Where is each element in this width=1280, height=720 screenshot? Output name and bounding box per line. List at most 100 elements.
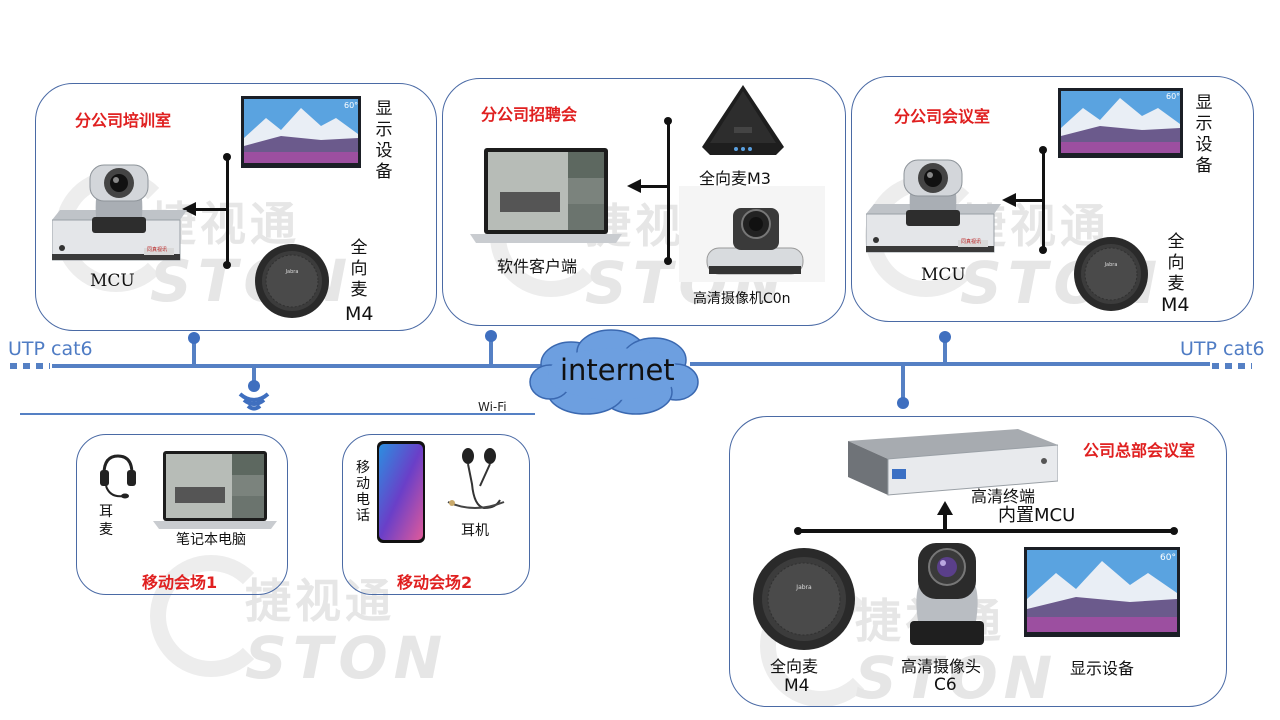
internet-cloud-icon (529, 329, 699, 415)
training-mcu-label: MCU (90, 271, 135, 291)
backbone-right (690, 362, 1210, 366)
laptop-icon (470, 148, 622, 243)
room-training (35, 83, 437, 331)
hq-connector-v (943, 512, 947, 532)
device-brand: 同真视讯 (961, 239, 982, 245)
hq-terminal-label: 高清终端 (971, 487, 1036, 506)
speakerphone-icon: Jabra (1073, 236, 1149, 312)
tap-dot-wifi (248, 380, 260, 392)
connector-dot (223, 153, 231, 161)
arrow-left-icon (1002, 193, 1016, 207)
hq-display-label: 显示设备 (1070, 659, 1135, 678)
tap-dot-recruit (485, 330, 497, 342)
internet-label: internet (560, 353, 675, 387)
display-screen: 60° (241, 96, 361, 168)
hq-terminal-mcu-label: 内置MCU (998, 505, 1076, 526)
hd-camera-icon (679, 186, 825, 282)
room-hq (729, 416, 1227, 707)
laptop-icon (153, 451, 277, 529)
room-mobile1 (76, 434, 288, 595)
tap-recruit (489, 338, 493, 366)
meeting-display-label: 显示设备 (1195, 93, 1213, 176)
watermark-en: STON (245, 624, 449, 692)
recruit-mic-label: 全向麦M3 (699, 169, 771, 188)
meeting-connector-h (1012, 199, 1044, 202)
tap-training (192, 340, 196, 366)
utp-label-left: UTP cat6 (8, 338, 93, 360)
headset-icon (98, 452, 138, 502)
training-connector-v (226, 157, 229, 265)
display-badge: 60° (1166, 92, 1180, 101)
tap-wifi (252, 366, 256, 384)
wifi-label: Wi-Fi (478, 400, 507, 414)
backbone-left (52, 364, 552, 368)
training-mic-label: 全向麦 (350, 238, 368, 300)
wifi-icon (238, 392, 270, 411)
mobile2-earphone-label: 耳机 (461, 523, 489, 539)
hq-camera-model: C6 (934, 675, 957, 695)
room-mobile1-title: 移动会场1 (142, 573, 218, 592)
recruit-connector-v (667, 121, 670, 261)
connector-dot (1039, 146, 1047, 154)
connector-dot (1170, 527, 1178, 535)
tap-dot-hq (897, 397, 909, 409)
display-badge: 60° (344, 101, 358, 110)
device-brand: 同真视讯 (147, 247, 168, 253)
room-training-title: 分公司培训室 (75, 111, 172, 130)
mic-brand: Jabra (795, 584, 812, 591)
display-screen: 60° (1024, 547, 1180, 637)
hq-mic-model: M4 (784, 676, 810, 696)
meeting-mic-model: M4 (1161, 294, 1190, 316)
connector-dot (1039, 246, 1047, 254)
training-mic-model: M4 (345, 303, 374, 325)
arrow-left-icon (627, 179, 641, 193)
wifi-line (20, 413, 535, 415)
ptz-camera-icon (84, 157, 154, 235)
recruit-connector-h (640, 185, 670, 188)
display-screen: 60° (1058, 88, 1183, 158)
conference-mic-icon (700, 83, 786, 159)
backbone-dots-left (10, 363, 50, 369)
room-hq-title: 公司总部会议室 (1083, 441, 1196, 460)
room-recruit (442, 78, 846, 326)
tap-meeting (943, 340, 947, 364)
meeting-mcu-label: MCU (921, 265, 966, 285)
display-badge: 60° (1160, 553, 1176, 563)
mobile1-headset-label: 耳麦 (99, 504, 113, 538)
connector-dot (223, 261, 231, 269)
recruit-client-label: 软件客户端 (497, 257, 578, 276)
tap-dot-meeting (939, 331, 951, 343)
utp-label-right: UTP cat6 (1180, 338, 1265, 360)
hd-terminal-device (848, 425, 1058, 501)
hq-mic-label: 全向麦 (770, 657, 819, 676)
tap-hq (901, 364, 905, 404)
mic-brand: Jabra (1104, 262, 1118, 268)
connector-dot (664, 257, 672, 265)
smartphone-icon (377, 441, 425, 543)
room-mobile2-title: 移动会场2 (397, 573, 473, 592)
hq-connector-h (798, 529, 1174, 533)
connector-dot (794, 527, 802, 535)
mic-brand: Jabra (285, 269, 299, 275)
training-connector-h (190, 208, 228, 211)
room-mobile2 (342, 434, 530, 595)
ptz-camera-icon (904, 533, 990, 647)
hq-camera-label: 高清摄像头 (901, 657, 982, 676)
training-display-label: 显示设备 (375, 99, 393, 182)
ptz-camera-icon (898, 152, 968, 228)
mobile2-phone-label: 移动电话 (356, 460, 370, 524)
earphone-icon (444, 444, 510, 514)
mobile1-laptop-label: 笔记本电脑 (176, 532, 246, 548)
speakerphone-icon: Jabra (254, 243, 330, 319)
arrow-left-icon (182, 202, 196, 216)
recruit-camera-label: 高清摄像机C0n (693, 291, 791, 307)
speakerphone-icon: Jabra (752, 547, 856, 651)
meeting-mic-label: 全向麦 (1167, 232, 1185, 294)
arrow-up-icon (937, 501, 953, 515)
room-meeting (851, 76, 1254, 322)
tap-dot-training (188, 332, 200, 344)
room-meeting-title: 分公司会议室 (894, 107, 991, 126)
connector-dot (664, 117, 672, 125)
backbone-dots-right (1212, 363, 1252, 369)
room-recruit-title: 分公司招聘会 (481, 105, 578, 124)
